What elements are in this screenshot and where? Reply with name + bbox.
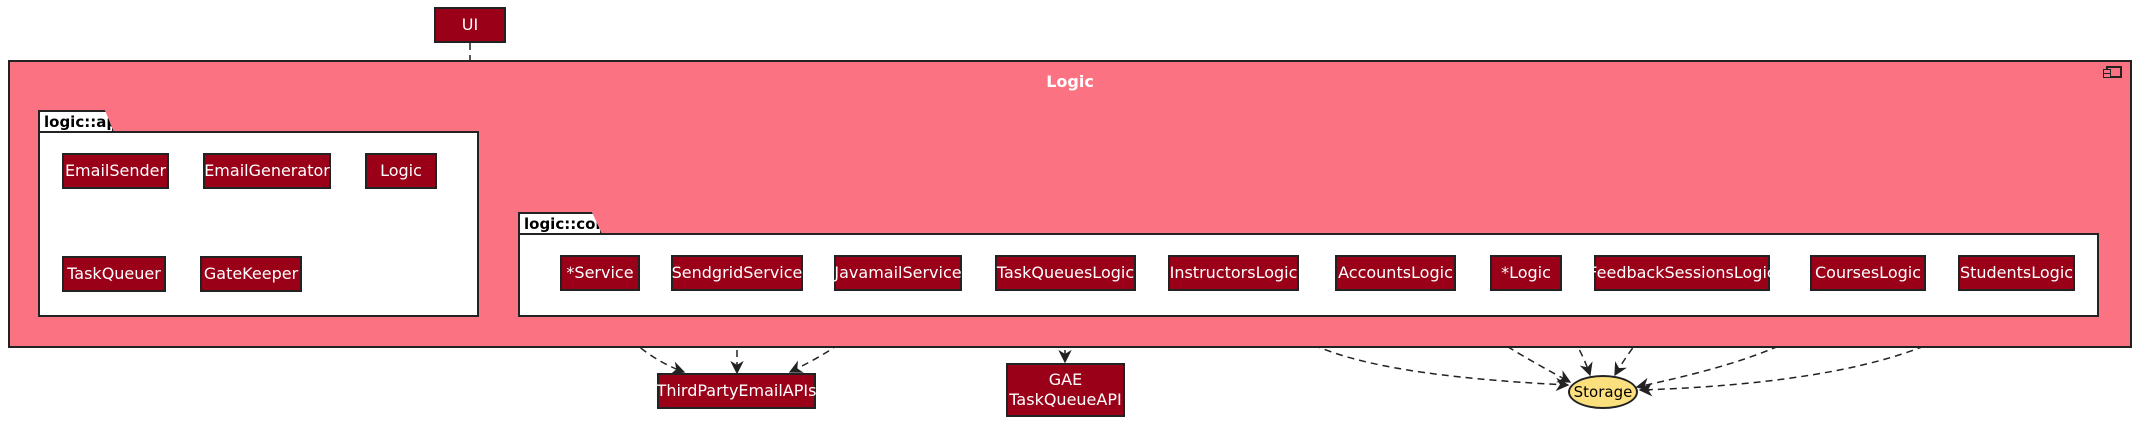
class-star-logic: *Logic: [1490, 255, 1562, 291]
class-label: *Logic: [1501, 263, 1551, 282]
gae-task-queue-api: GAE TaskQueueAPI: [1006, 363, 1125, 417]
class-label: StudentsLogic: [1959, 263, 2074, 282]
class-sendgrid-service: SendgridService: [671, 255, 803, 291]
class-label: GateKeeper: [203, 264, 299, 283]
storage-interface: Storage: [1568, 375, 1638, 409]
storage-label: Storage: [1573, 383, 1633, 401]
class-feedback-sessions-logic: FeedbackSessionsLogic: [1588, 255, 1776, 291]
third-party-email-apis: ThirdPartyEmailAPIs: [657, 373, 816, 409]
class-instructors-logic: InstructorsLogic: [1168, 255, 1299, 291]
class-label: TaskQueuer: [67, 264, 161, 283]
class-label: InstructorsLogic: [1169, 263, 1298, 282]
class-task-queuer: TaskQueuer: [62, 256, 166, 292]
class-logic: Logic: [365, 153, 437, 189]
class-email-sender: EmailSender: [62, 153, 169, 189]
core-package-label: logic::core: [524, 215, 613, 233]
class-label: FeedbackSessionsLogic: [1588, 263, 1776, 282]
class-courses-logic: CoursesLogic: [1810, 255, 1926, 291]
class-label: EmailGenerator: [204, 161, 330, 180]
class-students-logic: StudentsLogic: [1958, 255, 2075, 291]
gae-label-line2: TaskQueueAPI: [1009, 390, 1122, 409]
component-icon: [2103, 66, 2122, 78]
class-label: JavamailService: [834, 263, 962, 282]
class-task-queues-logic: TaskQueuesLogic: [995, 255, 1136, 291]
class-label: EmailSender: [64, 161, 167, 180]
class-label: TaskQueuesLogic: [996, 263, 1135, 282]
third-party-label: ThirdPartyEmailAPIs: [656, 381, 817, 400]
class-label: AccountsLogic: [1338, 263, 1453, 282]
api-package-label: logic::api: [44, 113, 123, 131]
class-label: Logic: [380, 161, 422, 180]
arrow-students-to-storage: [1638, 289, 2001, 397]
class-label: *Service: [566, 263, 634, 282]
class-email-generator: EmailGenerator: [203, 153, 331, 189]
ui-label: UI: [461, 15, 479, 34]
class-star-service: *Service: [560, 255, 640, 291]
arrow-courses-to-storage: [1635, 289, 1856, 392]
class-label: SendgridService: [671, 263, 803, 282]
api-package-tab: logic::api: [38, 110, 114, 132]
logic-title: Logic: [1046, 72, 1094, 91]
class-javamail-service: JavamailService: [834, 255, 962, 291]
core-package-tab: logic::core: [518, 212, 602, 234]
class-gate-keeper: GateKeeper: [200, 256, 302, 292]
class-label: CoursesLogic: [1814, 263, 1921, 282]
class-accounts-logic: AccountsLogic: [1335, 255, 1456, 291]
ui-component: UI: [434, 7, 506, 43]
gae-label-line1: GAE: [1048, 370, 1083, 389]
